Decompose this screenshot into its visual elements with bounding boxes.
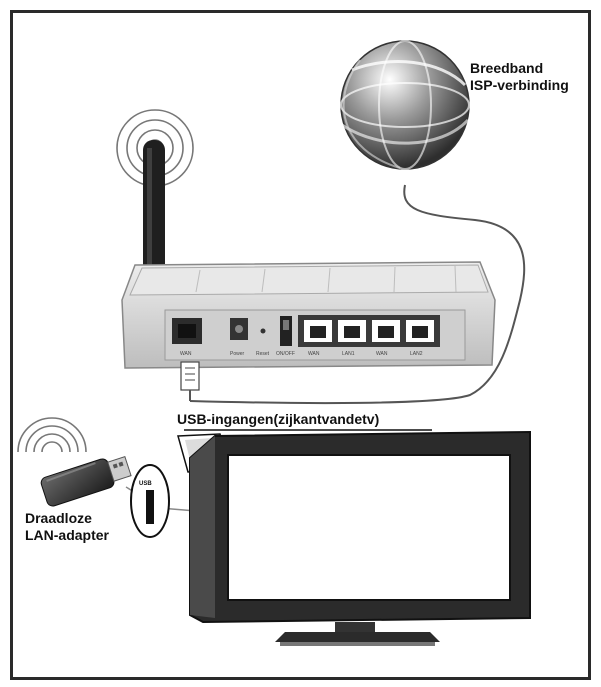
isp-label-line2: ISP-verbinding bbox=[470, 77, 569, 93]
router: WAN Power Reset ON/OFF WAN LAN1 WAN LAN2 bbox=[121, 261, 496, 369]
globe-icon bbox=[340, 40, 470, 170]
ethernet-plug bbox=[180, 361, 200, 401]
usb-port-icon bbox=[146, 490, 154, 524]
usb-port-callout: USB bbox=[130, 464, 170, 538]
tv-screen bbox=[227, 454, 511, 601]
router-reset-button bbox=[260, 328, 266, 334]
router-port-label-lan: WAN bbox=[376, 351, 388, 357]
adapter-label-line2: LAN-adapter bbox=[25, 527, 110, 543]
router-port-label-switch: ON/OFF bbox=[276, 351, 295, 357]
adapter-wifi-signal-icon bbox=[17, 417, 87, 453]
isp-connection-label: Breedband ISP-verbinding bbox=[470, 60, 569, 94]
router-port-label-power: Power bbox=[230, 351, 245, 357]
tv-stand-base bbox=[275, 632, 440, 642]
usb-ports-label: USB-ingangen(zijkantvandetv) bbox=[177, 411, 380, 427]
router-port-label-wan: WAN bbox=[180, 351, 192, 357]
adapter-label-line1: Draadloze bbox=[25, 510, 92, 526]
wireless-lan-adapter bbox=[40, 455, 132, 507]
isp-label-line1: Breedband bbox=[470, 60, 544, 76]
router-port-label-lan: LAN1 bbox=[342, 351, 355, 357]
router-port-label-reset: Reset bbox=[256, 351, 270, 357]
tv-stand-neck bbox=[335, 622, 375, 632]
isp-cable bbox=[189, 184, 526, 405]
router-port-label-lan: WAN bbox=[308, 351, 320, 357]
usb-port-tag: USB bbox=[139, 481, 152, 487]
television bbox=[189, 430, 531, 646]
wireless-adapter-label: Draadloze LAN-adapter bbox=[25, 510, 109, 544]
router-port-label-lan: LAN2 bbox=[410, 351, 423, 357]
